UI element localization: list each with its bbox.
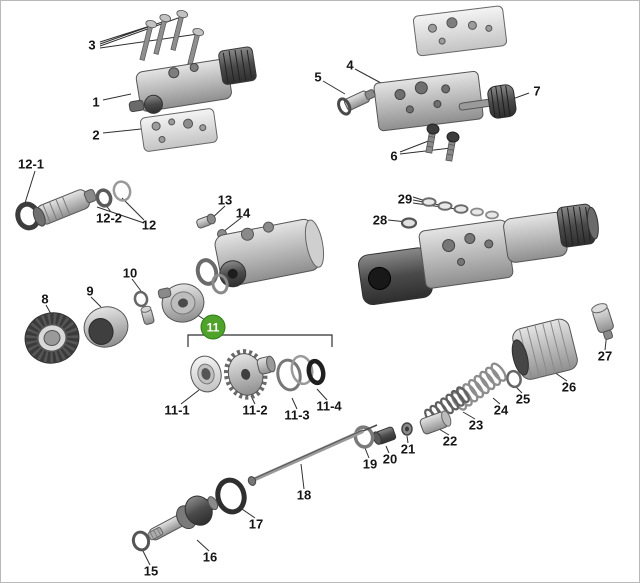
part-label-6[interactable]: 6 [390,148,398,164]
part-label-11-2[interactable]: 11-2 [242,402,268,418]
part-label-5[interactable]: 5 [314,69,322,85]
part-label-11[interactable]: 11 [200,314,226,340]
part-12-coupler [32,189,97,227]
part-11-3-rings [276,354,314,392]
part-7-plunger [458,84,517,119]
part-22-piston [419,410,452,435]
part-26-collar [511,318,578,380]
part-29-washers [421,197,499,220]
part-18-rod [247,424,378,486]
part-21-nut [401,422,413,436]
top-cover-block [412,5,508,57]
part-10-small-parts [133,290,155,325]
part-label-9[interactable]: 9 [86,283,94,299]
part-24-spring [450,362,507,411]
part-label-11-4[interactable]: 11-4 [316,398,342,414]
part-label-19[interactable]: 19 [362,456,378,472]
part-label-21[interactable]: 21 [400,441,416,457]
part-9-cup [83,306,129,348]
right-valve-assembly [358,203,599,306]
part-11-4-oring [306,358,326,386]
part-2-manifold [140,108,218,152]
part-12-2-rings [95,180,132,208]
part-label-27[interactable]: 27 [597,348,613,364]
part-label-12-1[interactable]: 12-1 [17,156,45,172]
part-13-plug [196,213,216,229]
part-label-14[interactable]: 14 [235,205,251,221]
part-20-sleeve [372,426,397,445]
part-label-26[interactable]: 26 [561,379,577,395]
center-cylinder-rings [195,258,229,295]
part-label-29[interactable]: 29 [397,191,413,207]
part-11-2-turbine [223,349,276,400]
part-label-24[interactable]: 24 [493,402,509,418]
part-1-valve [128,46,257,114]
part-label-1[interactable]: 1 [92,94,100,110]
part-label-28[interactable]: 28 [372,212,388,228]
part-15-ring [131,530,151,552]
part-17-oring [215,477,247,515]
part-11-1-disc [190,355,222,393]
part-label-15[interactable]: 15 [143,563,159,579]
part-8-ringnut [24,312,80,364]
part-label-22[interactable]: 22 [442,433,458,449]
part-25-washer [506,369,522,389]
part-label-11-1[interactable]: 11-1 [164,402,190,418]
part-label-13[interactable]: 13 [217,192,233,208]
part-label-4[interactable]: 4 [346,57,354,73]
part-19-ring [353,425,375,449]
part-label-12-2[interactable]: 12-2 [95,210,123,226]
part-label-16[interactable]: 16 [202,549,218,565]
part-label-12[interactable]: 12 [141,217,157,233]
part-label-11-3[interactable]: 11-3 [284,407,310,423]
part-label-3[interactable]: 3 [88,37,96,53]
part-label-8[interactable]: 8 [41,291,49,307]
part-11-bearing [157,283,205,323]
part-3-screws [139,9,205,65]
part-label-20[interactable]: 20 [382,451,398,467]
part-label-23[interactable]: 23 [468,417,484,433]
part-28-washer [400,217,418,229]
group-11-bracket [187,334,333,347]
center-cylinder-body [214,218,325,288]
part-27-pin [591,303,614,340]
part-label-10[interactable]: 10 [122,265,138,281]
part-label-7[interactable]: 7 [533,83,541,99]
part-label-2[interactable]: 2 [92,127,100,143]
part-label-18[interactable]: 18 [296,487,312,503]
part-label-25[interactable]: 25 [515,391,531,407]
part-5-fitting [337,89,376,116]
part-6-bolts [425,123,460,162]
part-16-shaft [147,495,219,541]
part-label-17[interactable]: 17 [248,516,264,532]
